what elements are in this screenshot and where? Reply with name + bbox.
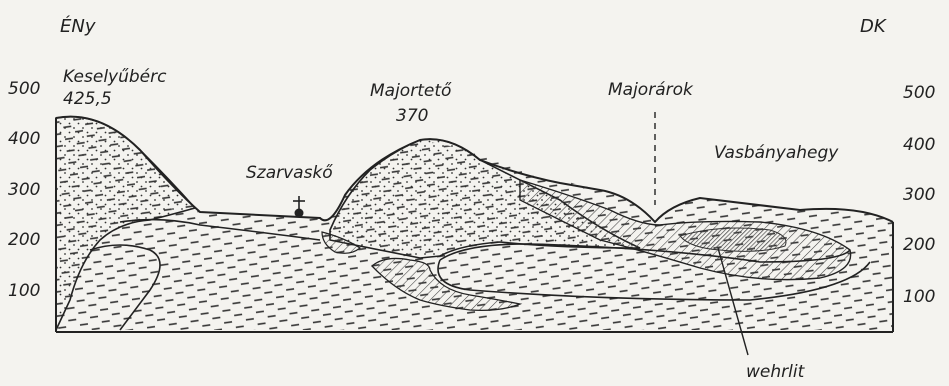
label-keselyuberc-elevation: 425,5 <box>63 89 112 109</box>
right-tick-200: 200 <box>903 235 935 255</box>
label-szarvasko: Szarvaskő <box>246 163 333 183</box>
right-tick-500: 500 <box>903 83 935 103</box>
left-tick-300: 300 <box>8 180 40 200</box>
right-tick-100: 100 <box>903 287 935 307</box>
label-majorteto-elevation: 370 <box>396 106 428 126</box>
left-tick-500: 500 <box>8 79 40 99</box>
left-tick-400: 400 <box>8 129 40 149</box>
label-wehrlit: wehrlit <box>746 362 806 382</box>
label-majorteto: Majortető <box>370 81 452 101</box>
left-tick-100: 100 <box>8 281 40 301</box>
szarvasko-church-icon <box>293 196 305 218</box>
label-keselyuberc: Keselyűbérc <box>63 67 167 87</box>
label-vasbanyahegy: Vasbányahegy <box>714 143 839 163</box>
left-tick-200: 200 <box>8 230 40 250</box>
label-majorarok: Majorárok <box>608 80 694 100</box>
right-tick-300: 300 <box>903 185 935 205</box>
orientation-right: DK <box>860 16 887 37</box>
orientation-left: ÉNy <box>60 15 96 37</box>
right-tick-400: 400 <box>903 135 935 155</box>
